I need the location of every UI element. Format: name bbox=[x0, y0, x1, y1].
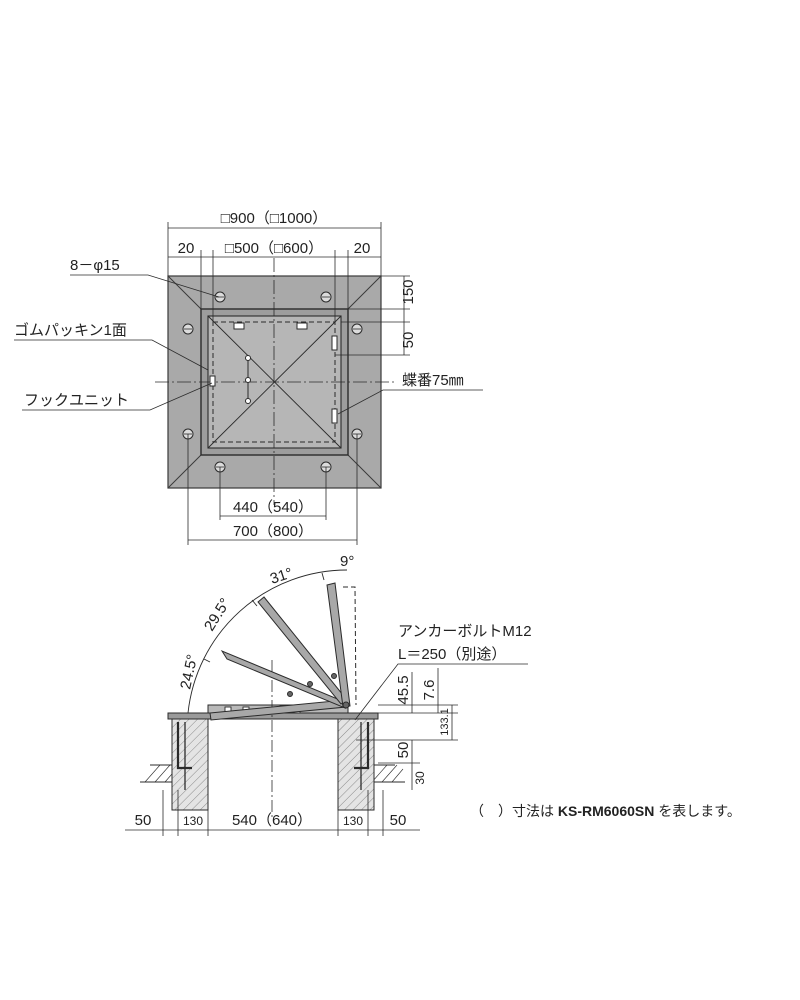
plan-hook-knob bbox=[245, 398, 251, 404]
plan-leaders bbox=[14, 274, 483, 415]
plan-diagonal bbox=[343, 275, 382, 314]
bottom-540: 540（640） bbox=[232, 812, 312, 829]
plan-hinge-right bbox=[331, 335, 338, 351]
bottom-50-left: 50 bbox=[135, 812, 152, 829]
dim-133-1: 133.1 bbox=[439, 708, 451, 736]
note-model: KS-RM6060SN bbox=[558, 803, 654, 819]
plan-hook-knob bbox=[245, 355, 251, 361]
dim-overall: □900（□1000） bbox=[221, 210, 328, 227]
angle-24-5: 24.5° bbox=[177, 653, 201, 691]
dim-45-5: 45.5 bbox=[395, 675, 412, 704]
arc-ticks bbox=[203, 572, 325, 663]
bottom-50-right: 50 bbox=[390, 812, 407, 829]
bottom-130-left: 130 bbox=[183, 814, 203, 828]
lid-positions bbox=[209, 582, 351, 721]
dim-bottom-inner: 440（540） bbox=[233, 499, 313, 516]
angle-29-5: 29.5° bbox=[201, 595, 234, 634]
label-hinge: 蝶番75㎜ bbox=[402, 372, 464, 389]
dim-7-6: 7.6 bbox=[421, 680, 438, 701]
label-anchor: アンカーボルトM12 bbox=[398, 623, 532, 640]
lid-position-9 bbox=[326, 582, 351, 708]
note-suffix: を表します。 bbox=[658, 803, 741, 819]
section-view: 9° 31° 29.5° 24.5° アンカーボルトM12 L＝250（別途） … bbox=[125, 553, 532, 836]
plan-hinge-right bbox=[331, 408, 338, 424]
plan-dimensions-right bbox=[335, 275, 410, 356]
frame-angle-left bbox=[176, 722, 192, 790]
section-dims-bottom bbox=[125, 790, 420, 836]
plan-diagonal bbox=[343, 450, 382, 489]
angle-31: 31° bbox=[268, 565, 295, 588]
section-dims-right bbox=[356, 668, 458, 790]
dim-bottom-outer: 700（800） bbox=[233, 523, 313, 540]
anchor-leader bbox=[354, 663, 528, 721]
frame-angle-right bbox=[354, 722, 370, 790]
dim-30: 30 bbox=[413, 771, 427, 785]
hinge-pivots bbox=[287, 673, 350, 709]
dim-edge-right: 20 bbox=[354, 240, 371, 257]
plan-hinge-top bbox=[233, 322, 245, 330]
plan-dimensions-bottom bbox=[187, 434, 358, 545]
bottom-130-right: 130 bbox=[343, 814, 363, 828]
plan-view: □900（□1000） 20 □500（□600） 20 150 50 440（… bbox=[14, 210, 483, 545]
dim-right-50: 50 bbox=[400, 332, 417, 349]
label-anchor-length: L＝250（別途） bbox=[398, 646, 506, 663]
plan-bolt-holes bbox=[182, 291, 363, 473]
plan-diagonal bbox=[167, 450, 206, 489]
opening-angle-arc bbox=[187, 569, 348, 714]
dim-edge-left: 20 bbox=[178, 240, 195, 257]
label-holes: 8－φ15 bbox=[70, 257, 120, 274]
note-prefix: （ ）寸法は bbox=[470, 803, 554, 819]
angle-9: 9° bbox=[340, 553, 354, 570]
dim-50-vertical: 50 bbox=[395, 742, 412, 759]
plan-diagonal bbox=[167, 275, 206, 314]
dim-right-150: 150 bbox=[400, 279, 417, 304]
label-hook: フックユニット bbox=[24, 392, 129, 409]
plan-dimensions-top bbox=[167, 222, 382, 322]
plan-hook-unit bbox=[209, 375, 216, 387]
note: （ ）寸法は KS-RM6060SN を表します。 bbox=[470, 803, 741, 819]
dim-opening: □500（□600） bbox=[225, 240, 323, 257]
label-packing: ゴムパッキン1面 bbox=[14, 321, 127, 339]
plan-hook-knob bbox=[245, 377, 251, 383]
plan-hinge-top bbox=[296, 322, 308, 330]
lid-position-vertical-dashed bbox=[343, 586, 357, 706]
